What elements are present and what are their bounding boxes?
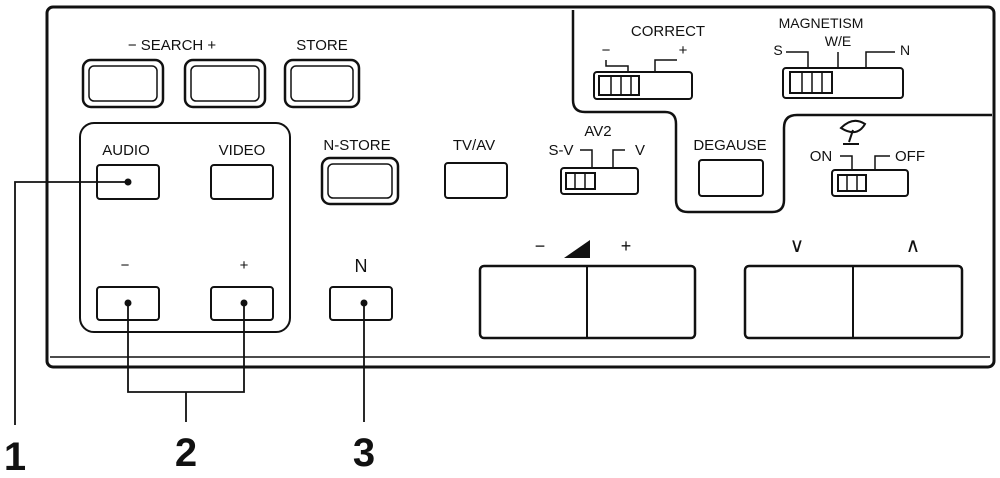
minus-label: −	[121, 257, 130, 274]
search-minus-button-outer	[81, 58, 165, 109]
search-minus-button[interactable]	[88, 65, 158, 102]
correct-minus-label: −	[602, 42, 611, 59]
power-bracket	[840, 155, 890, 170]
store-button-outer	[283, 58, 361, 109]
degause-label: DEGAUSE	[693, 137, 766, 154]
av2-v-label: V	[635, 142, 645, 159]
off-label: OFF	[895, 148, 925, 165]
power-symbol-icon	[839, 119, 867, 145]
av2-slider-knob[interactable]	[565, 172, 596, 190]
store-button[interactable]	[290, 65, 354, 102]
search-plus-button[interactable]	[190, 65, 260, 102]
search-plus-button-outer	[183, 58, 267, 109]
correct-plus-label: +	[679, 42, 688, 59]
power-slider-knob[interactable]	[837, 174, 867, 192]
n-store-label: N-STORE	[323, 137, 390, 154]
correct-label: CORRECT	[631, 23, 705, 40]
callout-number-3: 3	[353, 431, 375, 475]
on-label: ON	[810, 148, 833, 165]
correct-slider-knob[interactable]	[598, 75, 640, 96]
store-label: STORE	[296, 37, 347, 54]
top-right-compartment	[571, 10, 992, 214]
correct-slider[interactable]	[593, 71, 693, 100]
av2-label: AV2	[584, 123, 611, 140]
audio-video-group-outline	[79, 122, 291, 333]
volume-down-button[interactable]	[484, 270, 586, 334]
tv-av-label: TV/AV	[453, 137, 495, 154]
av2-sv-label: S-V	[548, 142, 573, 159]
magnetism-s-label: S	[773, 42, 782, 58]
video-button[interactable]	[210, 164, 274, 200]
tv-av-button[interactable]	[444, 162, 508, 199]
magnetism-slider[interactable]	[782, 67, 904, 99]
magnetism-bracket	[786, 51, 895, 68]
channel-down-label: ∨	[790, 235, 805, 257]
panel-outline	[45, 5, 996, 369]
channel-down-button[interactable]	[749, 270, 851, 334]
callout-line-1	[14, 181, 128, 425]
callout-number-1: 1	[4, 435, 26, 478]
channel-up-button[interactable]	[855, 270, 958, 334]
callout-line-2	[127, 303, 245, 422]
search-label: − SEARCH +	[128, 37, 217, 54]
volume-plus-label: +	[621, 236, 632, 256]
volume-up-button[interactable]	[589, 270, 691, 334]
plus-button[interactable]	[210, 286, 274, 321]
degause-button[interactable]	[698, 159, 764, 197]
n-label: N	[355, 256, 368, 276]
magnetism-label: MAGNETISM	[779, 15, 864, 31]
channel-up-label: ∧	[906, 235, 921, 257]
n-store-button[interactable]	[327, 163, 393, 199]
n-button[interactable]	[329, 286, 393, 321]
power-slider[interactable]	[831, 169, 909, 197]
volume-icon	[564, 240, 590, 258]
magnetism-slider-knob[interactable]	[789, 71, 833, 94]
av2-slider[interactable]	[560, 167, 639, 195]
magnetism-n-label: N	[900, 42, 910, 58]
video-label: VIDEO	[219, 142, 266, 159]
audio-label: AUDIO	[102, 142, 150, 159]
plus-label: +	[240, 257, 249, 274]
av2-bracket	[580, 149, 625, 168]
callout-number-2: 2	[175, 431, 197, 475]
volume-minus-label: −	[535, 236, 546, 256]
magnetism-we-label: W/E	[825, 33, 851, 49]
correct-bracket	[605, 59, 677, 72]
n-store-button-outer	[320, 156, 400, 206]
